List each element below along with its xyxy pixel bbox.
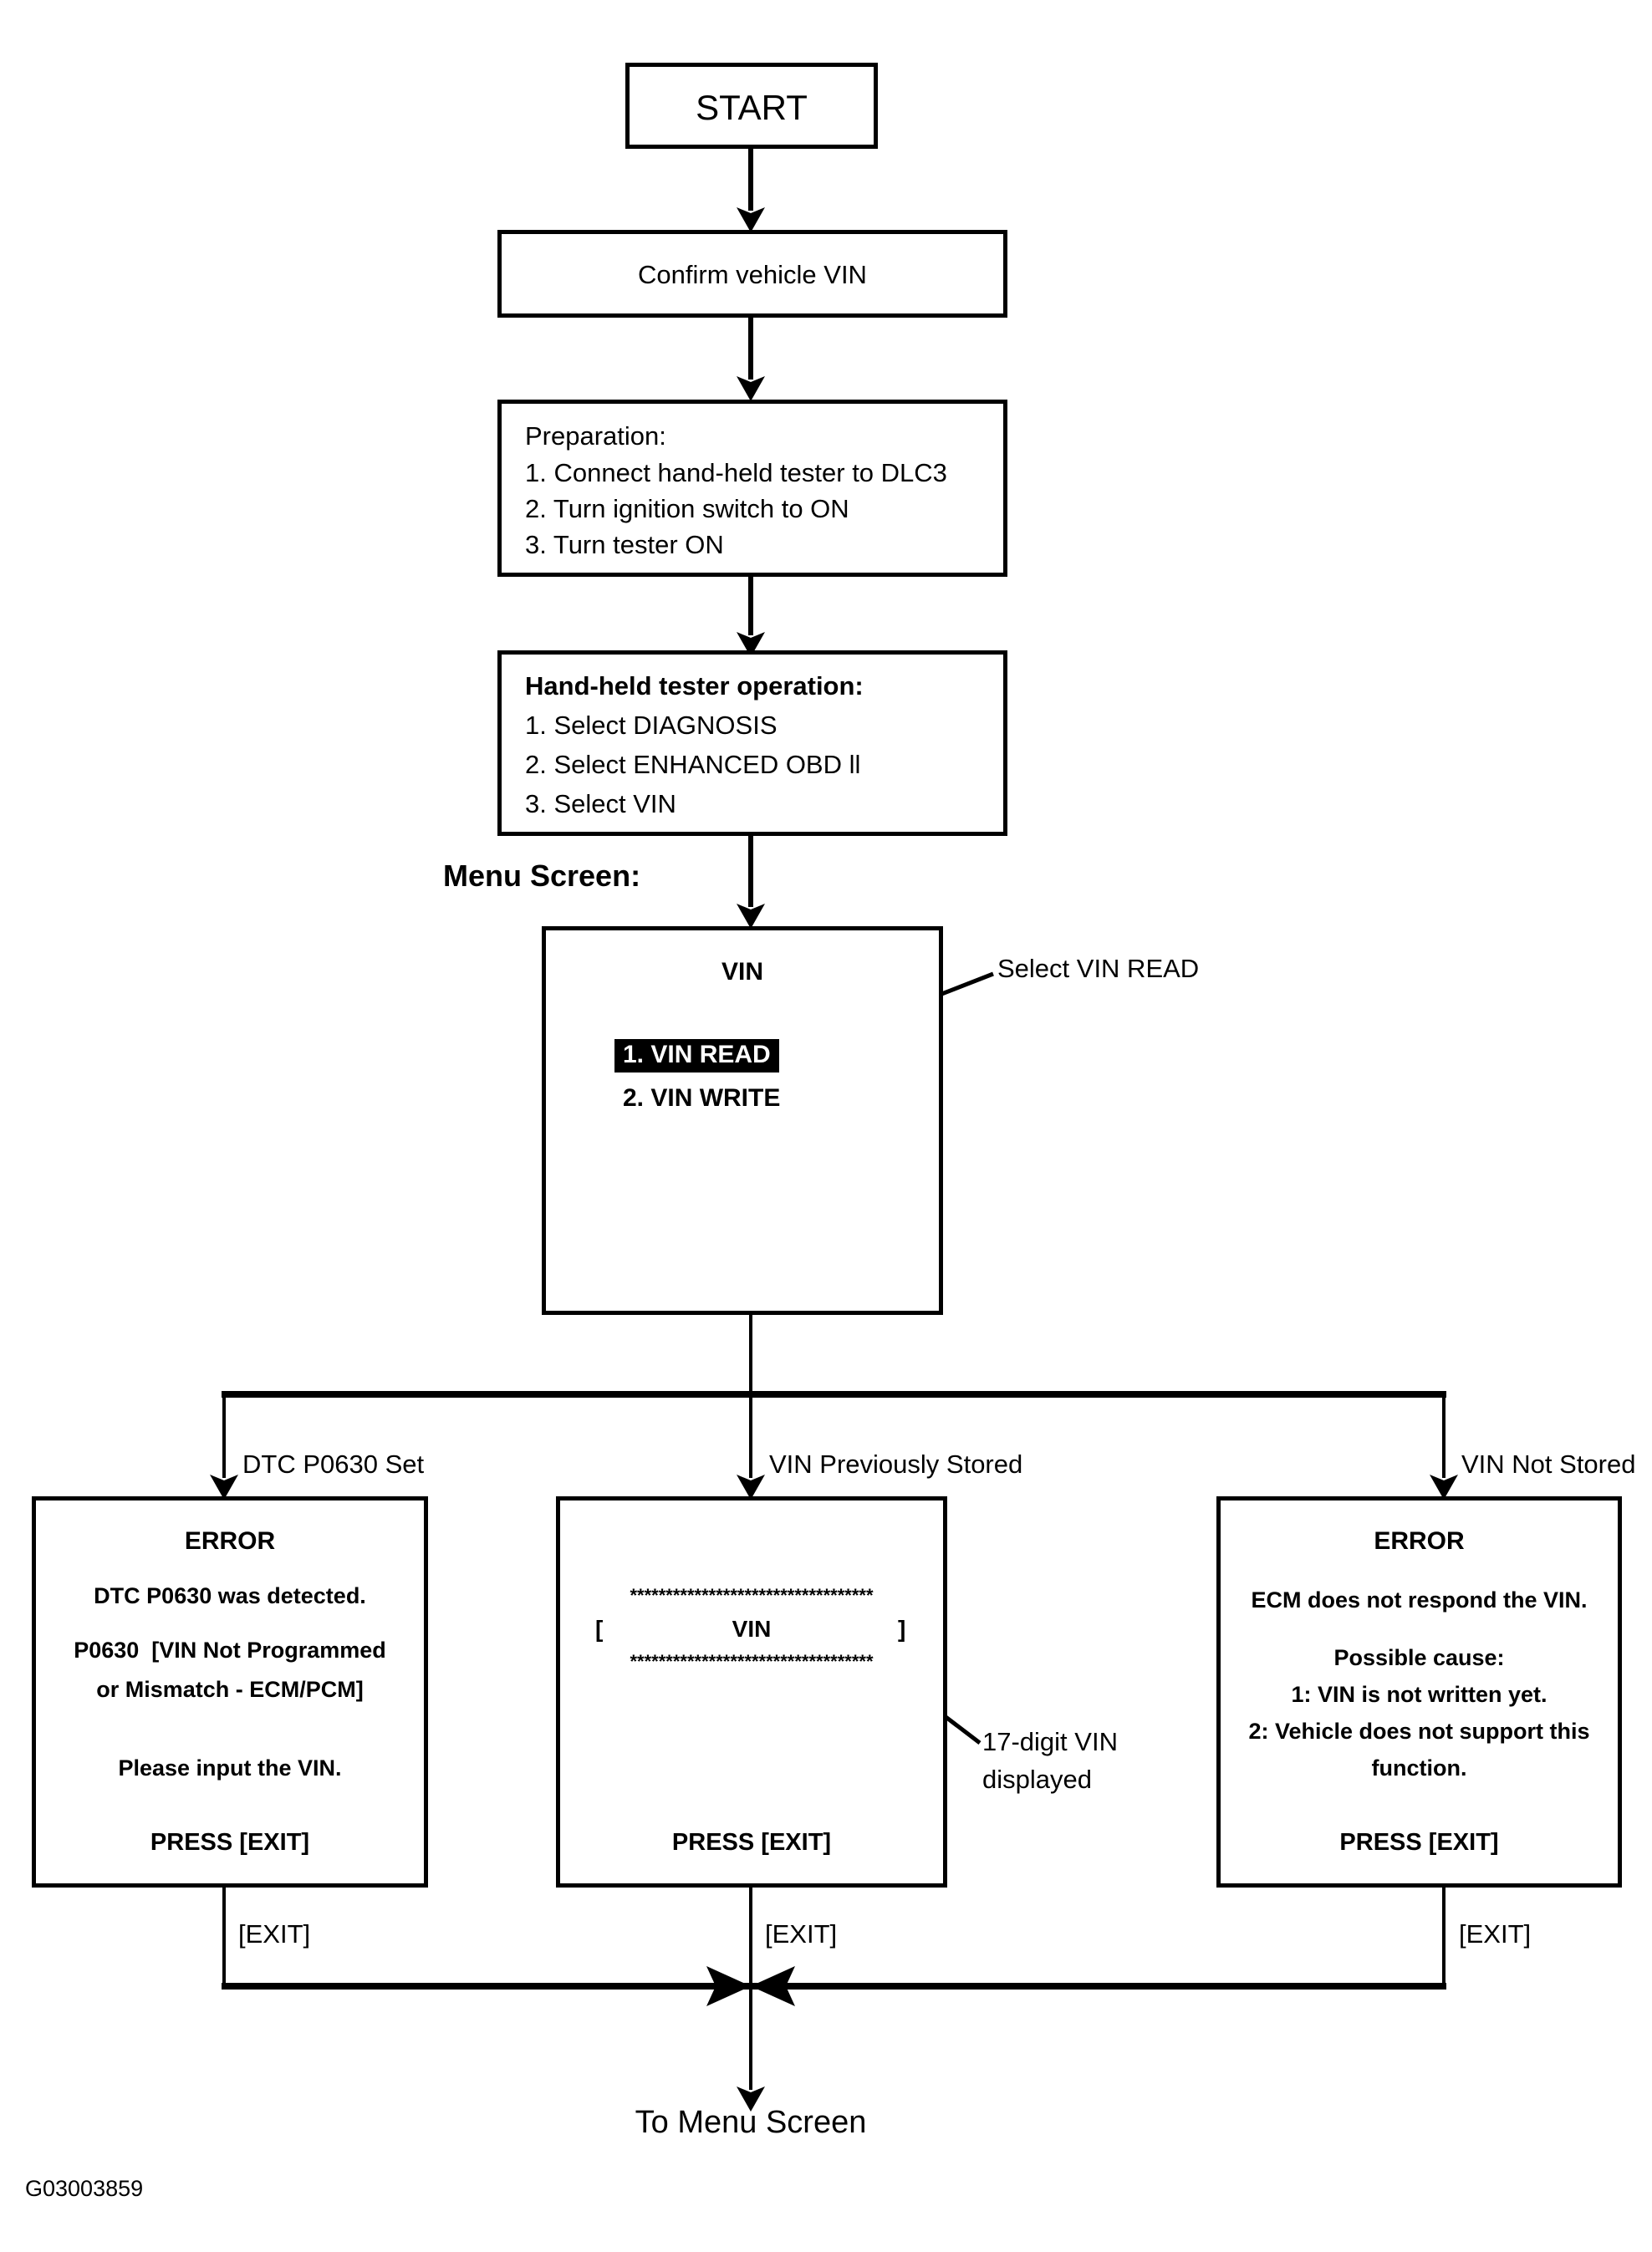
node-preparation-step-3: 3. Turn tester ON xyxy=(525,530,724,559)
error-right-press-exit: PRESS [EXIT] xyxy=(1339,1829,1499,1856)
vin-bracket-close: ] xyxy=(898,1616,906,1642)
error-right-line-3: 1: VIN is not written yet. xyxy=(1291,1682,1547,1707)
error-left-line-1: DTC P0630 was detected. xyxy=(94,1583,366,1608)
error-right-line-5: function. xyxy=(1371,1755,1467,1781)
vin-stars-bottom: ********************************** xyxy=(630,1651,874,1672)
error-left-title: ERROR xyxy=(184,1527,276,1555)
error-left-line-4: Please input the VIN. xyxy=(118,1755,342,1781)
node-confirm-vin-label: Confirm vehicle VIN xyxy=(638,260,867,289)
node-tester-operation-step-3: 3. Select VIN xyxy=(525,789,676,818)
branch-label-dtc-p0630-set: DTC P0630 Set xyxy=(242,1450,425,1479)
node-confirm-vin: Confirm vehicle VIN xyxy=(497,230,1007,318)
callout-17-digit-vin-line2: displayed xyxy=(982,1765,1092,1794)
node-tester-operation: Hand-held tester operation: 1. Select DI… xyxy=(497,650,1007,836)
branch-label-vin-not-stored: VIN Not Stored xyxy=(1461,1450,1636,1479)
node-error-dtc-p0630: ERROR DTC P0630 was detected. P0630 [VIN… xyxy=(32,1496,428,1888)
exit-label-center: [EXIT] xyxy=(765,1919,838,1949)
error-right-title: ERROR xyxy=(1374,1527,1465,1555)
menu-item-vin-read-label: 1. VIN READ xyxy=(614,1039,779,1073)
node-preparation-step-1: 1. Connect hand-held tester to DLC3 xyxy=(525,458,947,487)
node-start-label: START xyxy=(696,88,808,127)
vin-bracket-open: [ xyxy=(595,1616,604,1642)
vin-stars-top: ********************************** xyxy=(630,1585,874,1606)
node-tester-operation-step-2: 2. Select ENHANCED OBD ll xyxy=(525,750,861,779)
node-preparation: Preparation: 1. Connect hand-held tester… xyxy=(497,400,1007,577)
error-right-line-4: 2: Vehicle does not support this xyxy=(1248,1719,1590,1744)
error-right-line-2: Possible cause: xyxy=(1333,1645,1505,1670)
node-error-vin-not-stored: ERROR ECM does not respond the VIN. Poss… xyxy=(1216,1496,1622,1888)
branch-label-vin-previously-stored: VIN Previously Stored xyxy=(769,1450,1023,1479)
error-left-line-3: or Mismatch - ECM/PCM] xyxy=(96,1677,364,1702)
node-to-menu-screen: To Menu Screen xyxy=(635,2105,867,2140)
menu-item-vin-read[interactable]: 1. VIN READ xyxy=(614,1039,779,1073)
error-right-line-1: ECM does not respond the VIN. xyxy=(1251,1587,1588,1613)
node-preparation-step-2: 2. Turn ignition switch to ON xyxy=(525,494,849,523)
node-start: START xyxy=(625,63,878,149)
vin-press-exit: PRESS [EXIT] xyxy=(671,1829,832,1856)
node-vin-display: ********************************** [ VIN… xyxy=(556,1496,947,1888)
callout-17-digit-vin-line1: 17-digit VIN xyxy=(982,1727,1118,1756)
callout-select-vin-read: Select VIN READ xyxy=(997,954,1200,983)
node-tester-operation-title: Hand-held tester operation: xyxy=(525,671,864,701)
figure-id: G03003859 xyxy=(25,2176,144,2201)
menu-screen-section-label: Menu Screen: xyxy=(443,859,641,893)
error-left-line-2: P0630 [VIN Not Programmed xyxy=(74,1638,386,1663)
menu-item-vin-write[interactable]: 2. VIN WRITE xyxy=(623,1084,781,1112)
node-menu-screen: VIN 1. VIN READ 2. VIN WRITE xyxy=(542,926,943,1315)
vin-value-label: VIN xyxy=(732,1616,772,1642)
exit-label-right: [EXIT] xyxy=(1459,1919,1532,1949)
node-tester-operation-step-1: 1. Select DIAGNOSIS xyxy=(525,711,778,740)
exit-label-left: [EXIT] xyxy=(238,1919,311,1949)
error-left-press-exit: PRESS [EXIT] xyxy=(150,1829,310,1856)
menu-screen-title: VIN xyxy=(721,958,763,986)
node-preparation-title: Preparation: xyxy=(525,421,666,451)
